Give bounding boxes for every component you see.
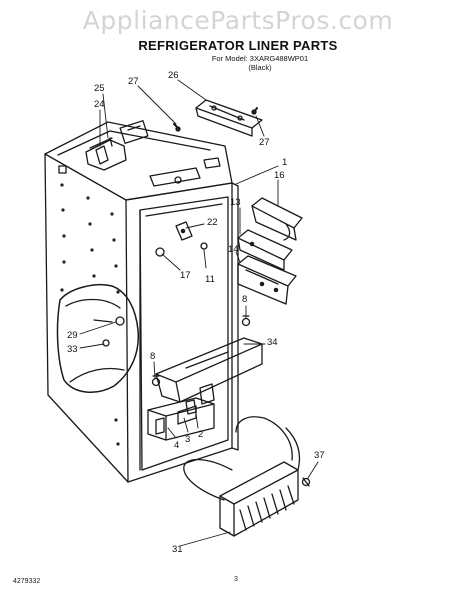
part-label-31: 31 [172,544,183,555]
part-label-37: 37 [314,450,325,461]
part-label-27-right: 27 [259,137,270,148]
part-label-29: 29 [67,330,78,341]
part-label-16: 16 [274,170,285,181]
part-label-24: 24 [94,99,105,110]
part-label-8-upper: 8 [242,294,247,305]
part-labels: 25 27 26 24 27 1 16 13 22 14 17 11 8 29 … [67,70,325,555]
part-label-2: 2 [198,429,203,440]
part-label-34: 34 [267,337,278,348]
part-label-11: 11 [205,274,215,285]
part-14-bracket [237,255,297,305]
part-label-17: 17 [180,270,191,281]
page-number: 3 [234,576,238,583]
part-label-3: 3 [185,434,190,445]
part-8-lower [151,375,161,387]
part-label-8-lower: 8 [150,351,155,362]
part-label-13: 13 [230,197,241,208]
part-label-4: 4 [174,440,179,451]
part-24-25-module [85,120,149,171]
model-caption: For Model: 3XARG488WP01 (Black) [190,54,330,72]
document-number: 4279332 [13,578,41,585]
part-37-screw [301,477,311,487]
leader-lines [79,79,319,547]
part-label-14: 14 [228,244,239,255]
part-16-bar [251,197,303,241]
color-line: (Black) [248,63,272,72]
part-26-bracket [195,99,263,137]
part-11-screw [200,242,208,250]
part-22-clip [175,221,193,241]
watermark: AppliancePartsPros.com [82,6,394,35]
cabinet-liner [44,121,239,483]
part-31-wire [183,416,301,501]
part-13-bar [237,229,293,271]
part-label-22: 22 [207,217,218,228]
part-31-cover [219,461,299,537]
model-line: For Model: 3XARG488WP01 [211,54,309,63]
part-label-33: 33 [67,344,78,355]
diagram-title: REFRIGERATOR LINER PARTS [138,38,338,53]
part-34-support [155,337,263,403]
part-label-26: 26 [168,70,179,81]
part-2-3-4 [147,383,215,441]
part-label-1: 1 [282,157,287,168]
part-17-fastener [155,247,165,257]
part-29-33 [93,316,125,347]
part-label-27-top: 27 [128,76,139,87]
part-label-25: 25 [94,83,105,94]
